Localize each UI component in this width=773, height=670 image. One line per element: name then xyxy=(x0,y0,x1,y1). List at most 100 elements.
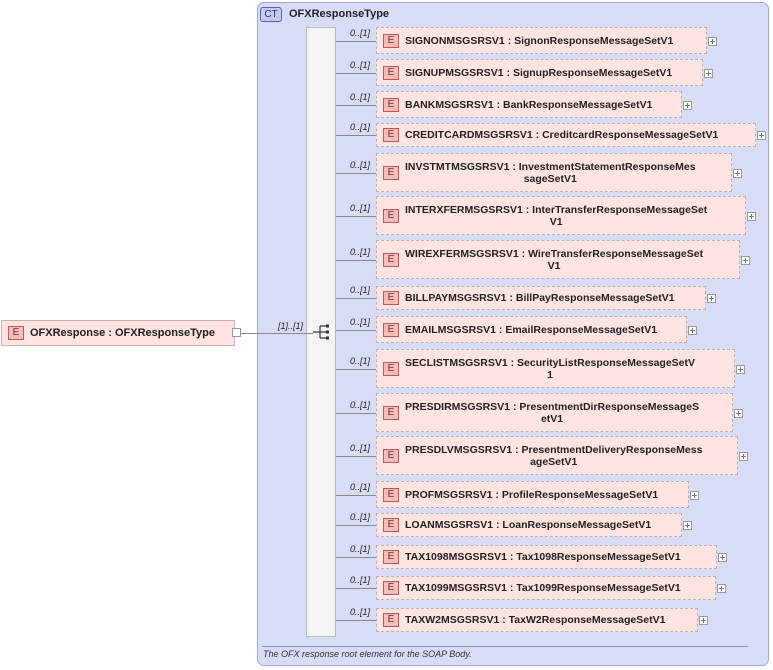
element-badge: E xyxy=(383,65,399,80)
element-box-wirexfermsgsrsv1[interactable]: E WIREXFERMSGSRSV1 : WireTransferResponse… xyxy=(376,240,740,279)
element-badge: E xyxy=(383,405,399,420)
element-connector xyxy=(336,494,376,496)
element-badge: E xyxy=(383,322,399,337)
element-cardinality: 0..[1] xyxy=(350,607,371,617)
element-cardinality: 0..[1] xyxy=(350,285,371,295)
element-cardinality: 0..[1] xyxy=(350,481,371,492)
element-label-line: V1 xyxy=(549,215,563,228)
element-box-taxw2msgsrsv1[interactable]: E TAXW2MSGSRSV1 : TaxW2ResponseMessageSet… xyxy=(376,608,698,632)
element-badge: E xyxy=(383,208,399,223)
element-label-line: SECLISTMSGSRSV1 : SecurityListResponseMe… xyxy=(405,356,696,369)
expand-icon[interactable] xyxy=(739,451,748,461)
element-connector xyxy=(336,329,376,331)
complex-type-documentation: The OFX response root element for the SO… xyxy=(263,649,472,659)
element-label: TAX1098MSGSRSV1 : Tax1098ResponseMessage… xyxy=(405,551,681,563)
element-box-signupmsgsrsv1[interactable]: E SIGNUPMSGSRSV1 : SignupResponseMessageS… xyxy=(376,59,703,86)
root-element-box[interactable]: E OFXResponse : OFXResponseType xyxy=(1,320,235,346)
element-badge: E xyxy=(8,326,24,340)
element-label-line: 1 xyxy=(547,368,553,381)
expand-icon[interactable] xyxy=(757,131,766,140)
element-badge: E xyxy=(383,361,399,376)
element-badge: E xyxy=(383,550,399,564)
element-label-line: TAX1099MSGSRSV1 : Tax1099ResponseMessage… xyxy=(405,582,681,594)
root-collapse-icon[interactable] xyxy=(232,328,241,337)
root-connector xyxy=(241,333,313,334)
expand-icon[interactable] xyxy=(736,364,745,374)
element-label-line: SIGNUPMSGSRSV1 : SignupResponseMessageSe… xyxy=(405,66,673,79)
expand-icon[interactable] xyxy=(704,68,713,78)
element-connector xyxy=(336,40,376,42)
element-connector xyxy=(336,368,376,370)
element-badge: E xyxy=(383,613,399,627)
expand-icon[interactable] xyxy=(708,36,717,46)
element-label-line: sageSetV1 xyxy=(523,172,577,185)
expand-icon[interactable] xyxy=(717,584,726,593)
element-label-line: BANKMSGSRSV1 : BankResponseMessageSetV1 xyxy=(405,98,653,111)
expand-icon[interactable] xyxy=(699,616,708,625)
element-connector xyxy=(336,455,376,457)
element-connector xyxy=(336,215,376,217)
expand-icon[interactable] xyxy=(688,325,697,335)
element-connector xyxy=(336,259,376,261)
element-label: TAXW2MSGSRSV1 : TaxW2ResponseMessageSetV… xyxy=(405,614,665,626)
element-box-tax1098msgsrsv1[interactable]: E TAX1098MSGSRSV1 : Tax1098ResponseMessag… xyxy=(376,545,717,569)
element-label: EMAILMSGSRSV1 : EmailResponseMessageSetV… xyxy=(405,324,657,336)
element-cardinality: 0..[1] xyxy=(350,202,371,213)
element-label-line: TAXW2MSGSRSV1 : TaxW2ResponseMessageSetV… xyxy=(405,614,666,626)
element-box-creditcardmsgsrsv1[interactable]: E CREDITCARDMSGSRSV1 : CreditcardResponse… xyxy=(376,123,756,147)
element-label-line: etV1 xyxy=(540,412,564,425)
element-label-line: BILLPAYMSGSRSV1 : BillPayResponseMessage… xyxy=(405,292,675,304)
expand-icon[interactable] xyxy=(741,255,750,265)
element-label: PRESDLVMSGSRSV1 : PresentmentDeliveryRes… xyxy=(405,444,702,468)
element-connector xyxy=(336,298,376,299)
element-badge: E xyxy=(383,487,399,502)
element-label-line: ageSetV1 xyxy=(530,455,578,468)
element-box-interxfermsgsrsv1[interactable]: E INTERXFERMSGSRSV1 : InterTransferRespon… xyxy=(376,196,746,235)
element-cardinality: 0..[1] xyxy=(350,399,371,410)
element-cardinality: 0..[1] xyxy=(350,246,371,257)
complex-type-badge: CT xyxy=(260,6,282,22)
element-label: TAX1099MSGSRSV1 : Tax1099ResponseMessage… xyxy=(405,582,681,594)
expand-icon[interactable] xyxy=(683,100,692,110)
element-cardinality: 0..[1] xyxy=(350,159,371,170)
element-cardinality: 0..[1] xyxy=(350,316,371,327)
element-cardinality: 0..[1] xyxy=(350,355,371,366)
element-badge: E xyxy=(383,128,399,142)
expand-icon[interactable] xyxy=(747,211,756,221)
element-connector xyxy=(336,620,376,621)
expand-icon[interactable] xyxy=(734,408,743,418)
element-label: SECLISTMSGSRSV1 : SecurityListResponseMe… xyxy=(405,357,695,381)
element-label-line: WIREXFERMSGSRSV1 : WireTransferResponseM… xyxy=(405,247,704,260)
expand-icon[interactable] xyxy=(683,521,692,530)
element-cardinality: 0..[1] xyxy=(350,442,371,453)
complex-type-header: CT OFXResponseType xyxy=(260,6,389,22)
complex-type-name: OFXResponseType xyxy=(289,8,390,20)
element-badge: E xyxy=(383,33,399,48)
expand-icon[interactable] xyxy=(718,553,727,562)
element-label: BANKMSGSRSV1 : BankResponseMessageSetV1 xyxy=(405,99,652,111)
expand-icon[interactable] xyxy=(707,294,716,303)
element-cardinality: 0..[1] xyxy=(350,27,371,38)
expand-icon[interactable] xyxy=(690,490,699,500)
element-box-seclistmsgsrsv1[interactable]: E SECLISTMSGSRSV1 : SecurityListResponseM… xyxy=(376,349,735,388)
element-connector xyxy=(336,172,376,174)
element-label: INTERXFERMSGSRSV1 : InterTransferRespons… xyxy=(405,204,707,228)
element-cardinality: 0..[1] xyxy=(350,575,371,585)
element-box-emailmsgsrsv1[interactable]: E EMAILMSGSRSV1 : EmailResponseMessageSet… xyxy=(376,316,687,343)
element-cardinality: 0..[1] xyxy=(350,122,371,132)
element-cardinality: 0..[1] xyxy=(350,59,371,70)
element-label: BILLPAYMSGSRSV1 : BillPayResponseMessage… xyxy=(405,292,675,304)
expand-icon[interactable] xyxy=(733,168,742,178)
element-badge: E xyxy=(383,252,399,267)
element-label-line: PRESDLVMSGSRSV1 : PresentmentDeliveryRes… xyxy=(405,443,703,456)
element-label-line: CREDITCARDMSGSRSV1 : CreditcardResponseM… xyxy=(405,129,719,141)
